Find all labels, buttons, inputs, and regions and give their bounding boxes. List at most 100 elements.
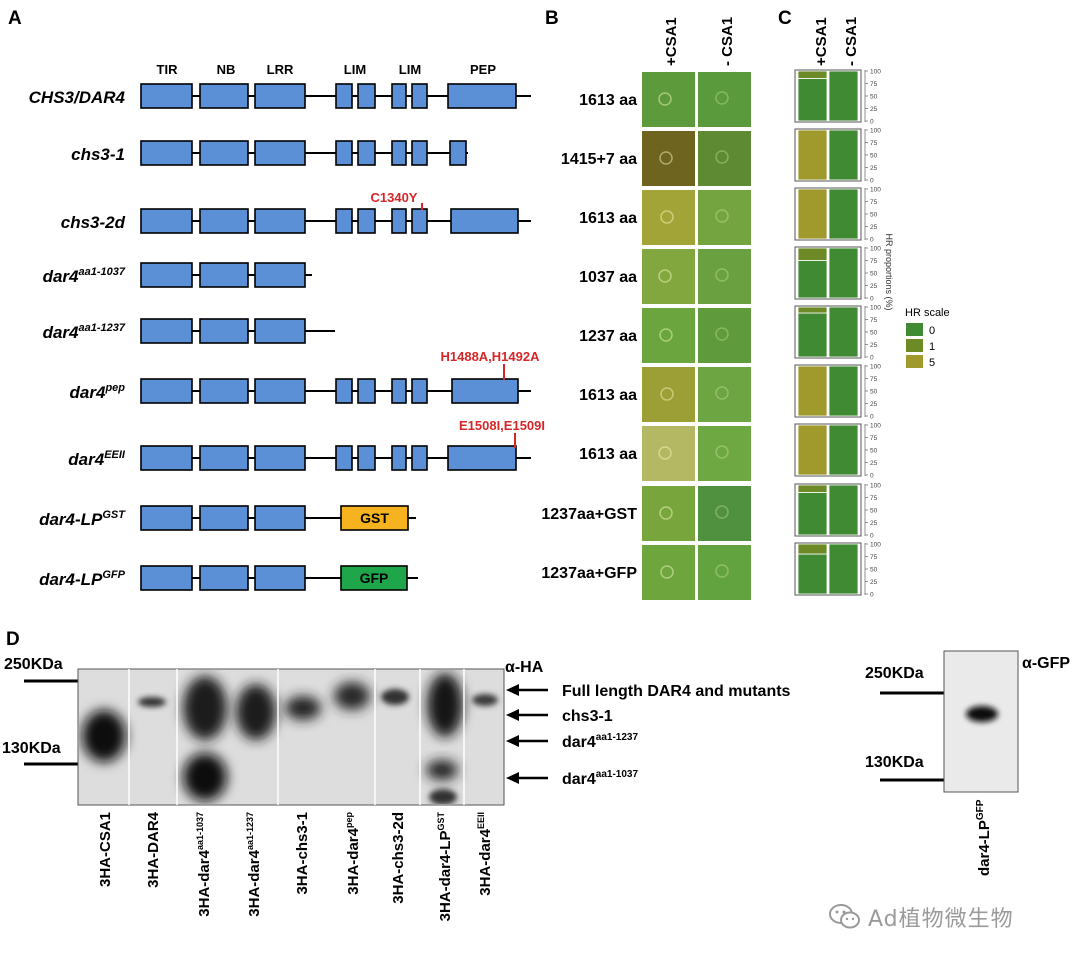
- c-column-plus-csa1: +CSA1: [813, 17, 830, 66]
- hr-y-tick-label: 50: [870, 153, 878, 160]
- hr-bar-segment-0: [828, 543, 859, 595]
- hr-y-tick-label: 100: [870, 187, 881, 194]
- panel-letter-d: D: [6, 629, 20, 650]
- gfp-marker-250kda: 250KDa: [865, 665, 924, 682]
- blot-lane-label-2: 3HA-dar4aa1-1037: [195, 812, 213, 917]
- domain-label-pep: PEP: [470, 62, 496, 77]
- arrow-full-length-head: [506, 684, 519, 696]
- hr-y-tick-label: 75: [870, 258, 878, 265]
- hr-bar-segment-0: [797, 78, 828, 122]
- construct-0: [140, 83, 531, 109]
- domain-box: [199, 318, 249, 344]
- infiltration-spot: [660, 210, 674, 224]
- infiltration-spot: [658, 446, 672, 460]
- infiltration-spot: [658, 92, 672, 106]
- hr-y-tick-label: 25: [870, 579, 878, 586]
- panel-letter-c: C: [778, 8, 792, 29]
- hr-y-tick-label: 100: [870, 483, 881, 490]
- leaf-photo-minus-csa1: [698, 131, 751, 186]
- construct-6: [140, 445, 531, 471]
- leaf-row-5: 1613 aa: [579, 367, 751, 422]
- band-label-aa1-1237: dar4aa1-1237: [562, 732, 638, 751]
- domain-box: [199, 140, 249, 166]
- hr-bar-segment-0: [828, 129, 859, 181]
- domain-box: [411, 140, 428, 166]
- leaf-photo-minus-csa1: [698, 426, 751, 481]
- hr-legend-swatch-1: [906, 339, 923, 352]
- gfp-lane-label: dar4-LPGFP: [975, 799, 993, 876]
- watermark-text: Ad植物微生物: [868, 907, 1014, 932]
- domain-box: [199, 83, 249, 109]
- hr-legend-swatch-0: [906, 323, 923, 336]
- hr-y-tick-label: 25: [870, 283, 878, 290]
- construct-8: GFP: [140, 565, 418, 591]
- hr-y-tick-label: 75: [870, 81, 878, 88]
- band-label-full-length: Full length DAR4 and mutants: [562, 683, 791, 700]
- panel-c-hr-bars: +CSA1 - CSA1 025507510002550751000255075…: [794, 17, 950, 599]
- hr-legend-swatch-5: [906, 355, 923, 368]
- gfp-band: [966, 706, 998, 722]
- domain-box: [140, 505, 193, 531]
- hr-bar-segment-0: [828, 306, 859, 358]
- leaf-row-4: 1237 aa: [579, 308, 751, 363]
- construct-label-3: dar4aa1-1037: [43, 266, 126, 286]
- domain-box: [357, 445, 376, 471]
- hr-legend-label-5: 5: [929, 357, 935, 369]
- construct-length-label: 1613 aa: [579, 210, 637, 227]
- domain-box: [199, 565, 249, 591]
- domain-label-lrr: LRR: [267, 62, 294, 77]
- domain-label-lim-1: LIM: [344, 62, 366, 77]
- infiltration-spot: [659, 151, 673, 165]
- leaf-photo-minus-csa1: [698, 72, 751, 127]
- construct-label-0: CHS3/DAR4: [29, 88, 126, 107]
- hr-y-tick-label: 0: [870, 178, 874, 185]
- hr-bar-segment-1: [797, 306, 828, 314]
- construct-length-label: 1037 aa: [579, 269, 637, 286]
- hr-y-tick-label: 25: [870, 106, 878, 113]
- hr-legend-label-1: 1: [929, 341, 935, 353]
- hr-y-tick-label: 0: [870, 414, 874, 421]
- construct-label-4: dar4aa1-1237: [43, 322, 126, 342]
- hr-bar-segment-1: [797, 247, 828, 261]
- hr-bar-segment-5: [797, 129, 828, 181]
- leaf-photo-minus-csa1: [698, 545, 751, 600]
- domain-box: [411, 378, 428, 404]
- hr-y-tick-label: 75: [870, 317, 878, 324]
- domain-box: [199, 505, 249, 531]
- infiltration-spot: [715, 209, 729, 223]
- hr-y-tick-label: 100: [870, 423, 881, 430]
- domain-box: [391, 378, 407, 404]
- hr-y-tick-label: 0: [870, 237, 874, 244]
- hr-y-tick-label: 25: [870, 520, 878, 527]
- leaf-photo-plus-csa1: [642, 190, 695, 245]
- blot-lane-label-6: 3HA-chs3-2d: [390, 812, 407, 904]
- leaf-row-2: 1613 aa: [579, 190, 751, 245]
- leaf-photo-plus-csa1: [642, 131, 695, 186]
- domain-box: [199, 262, 249, 288]
- construct-2: [140, 208, 531, 234]
- antibody-label-ha: α-HA: [505, 659, 544, 676]
- tag-box: [340, 565, 408, 591]
- infiltration-spot: [659, 506, 673, 520]
- domain-box: [411, 83, 428, 109]
- band-label-chs3-1: chs3-1: [562, 708, 613, 725]
- domain-box: [450, 208, 519, 234]
- b-column-minus-csa1: - CSA1: [719, 17, 736, 66]
- domain-box: [140, 378, 193, 404]
- band-arrows: Full length DAR4 and mutants chs3-1 dar4…: [506, 683, 791, 788]
- hr-y-tick-label: 75: [870, 140, 878, 147]
- hr-bar-segment-0: [797, 553, 828, 595]
- domain-box: [140, 83, 193, 109]
- gfp-blot: α-GFP 250KDa 130KDa dar4-LPGFP: [865, 650, 1070, 876]
- infiltration-spot: [660, 565, 674, 579]
- hr-y-tick-label: 25: [870, 342, 878, 349]
- domain-label-tir: TIR: [157, 62, 179, 77]
- leaf-photo-plus-csa1: [642, 308, 695, 363]
- hr-y-tick-label: 0: [870, 296, 874, 303]
